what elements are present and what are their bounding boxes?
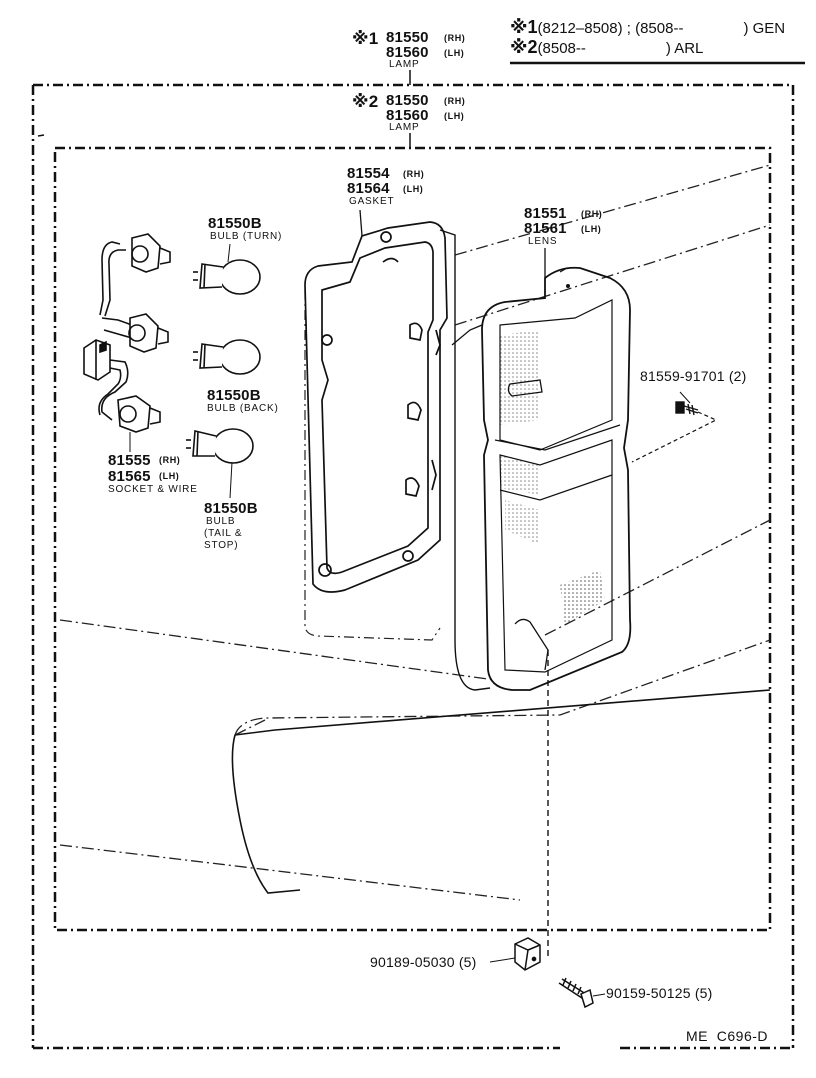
gasket-rh: 81554 <box>347 165 390 182</box>
socket-lh: 81565 <box>108 468 151 485</box>
gasket <box>304 221 448 593</box>
lamp-gen-rh: 81550 <box>386 29 429 46</box>
bottom-screw <box>558 977 594 1009</box>
gasket-backing-outline <box>304 290 441 641</box>
bulb-tail-name-3: STOP) <box>204 540 239 551</box>
body-panel-edge <box>451 324 483 346</box>
lamp-arl-lh: 81560 <box>386 107 429 124</box>
lamp-gen-lh: 81560 <box>386 44 429 61</box>
screw-leader-dashed <box>631 411 718 463</box>
outer-group-boundary <box>33 83 795 1048</box>
leader-bulb-tail <box>229 461 233 499</box>
lamp-gen-lh-tag: (LH) <box>444 48 465 58</box>
bulb-turn-name: BULB (TURN) <box>210 231 283 242</box>
legend-period-2: (8508-- <box>537 40 586 57</box>
leader-gasket <box>359 209 363 237</box>
body-panel-recess <box>439 229 491 691</box>
leader-bulb-turn <box>227 243 231 263</box>
lamp-arl-lh-tag: (LH) <box>444 111 465 121</box>
lamp-arl-rh-tag: (RH) <box>444 96 466 106</box>
lamp-arl-mark: ※2 <box>352 92 379 111</box>
lens-lh-tag: (LH) <box>581 224 602 234</box>
socket-name: SOCKET & WIRE <box>108 484 198 495</box>
lamp-arl-name: LAMP <box>389 122 420 133</box>
lamp-gen-mark: ※1 <box>352 29 379 48</box>
bulb-back-pn: 81550B <box>207 387 261 404</box>
gasket-name: GASKET <box>349 196 395 207</box>
lens-rh-tag: (RH) <box>581 209 603 219</box>
bulb-turn-pn: 81550B <box>208 215 262 232</box>
bottom-screw-pn: 90159-50125 (5) <box>606 985 713 1001</box>
rear-bumper <box>231 689 771 894</box>
gasket-lh: 81564 <box>347 180 390 197</box>
legend-line-1: ※1(8212–8508) ; (8508-- ) GEN <box>510 18 785 36</box>
lens-rh: 81551 <box>524 205 567 222</box>
legend-type-2: ) ARL <box>665 40 704 57</box>
bulb-back <box>193 339 261 375</box>
lamp-gen-name: LAMP <box>389 59 420 70</box>
lens-name: LENS <box>528 236 558 247</box>
figure-code: ME C696-D <box>686 1028 769 1044</box>
legend-period-1: (8212–8508) ; (8508-- <box>537 20 684 37</box>
leader-nut <box>489 957 516 963</box>
lens <box>481 266 632 691</box>
bulb-back-name: BULB (BACK) <box>207 403 279 414</box>
lens-screw <box>675 401 699 416</box>
lamp-arl-rh: 81550 <box>386 92 429 109</box>
legend-mark-2: ※2 <box>510 37 538 57</box>
gasket-lh-tag: (LH) <box>403 184 424 194</box>
leader-bottom-screw <box>592 993 606 997</box>
gasket-rh-tag: (RH) <box>403 169 425 179</box>
clip-nut <box>514 937 541 971</box>
vehicle-body-outline <box>59 164 771 901</box>
socket-wire-harness <box>83 233 171 433</box>
bulb-tail-name-1: BULB <box>206 516 236 527</box>
socket-rh-tag: (RH) <box>159 455 181 465</box>
lens-screw-pn: 81559-91701 (2) <box>640 368 747 384</box>
bulb-tail-name-2: (TAIL & <box>204 528 243 539</box>
legend-mark-1: ※1 <box>510 17 538 37</box>
nut-pn: 90189-05030 (5) <box>370 954 477 970</box>
legend-line-2: ※2(8508-- ) ARL <box>510 38 703 56</box>
socket-lh-tag: (LH) <box>159 471 180 481</box>
lamp-gen-rh-tag: (RH) <box>444 33 466 43</box>
inner-group-boundary <box>53 146 772 932</box>
legend-type-1: ) GEN <box>743 20 786 37</box>
bulb-turn <box>193 259 261 295</box>
socket-rh: 81555 <box>108 452 151 469</box>
bulb-tail-pn: 81550B <box>204 500 258 517</box>
leader-lens-screw <box>679 391 691 404</box>
lens-lh: 81561 <box>524 220 567 237</box>
corner-tick <box>37 134 45 137</box>
bulb-tail-stop <box>186 428 254 464</box>
